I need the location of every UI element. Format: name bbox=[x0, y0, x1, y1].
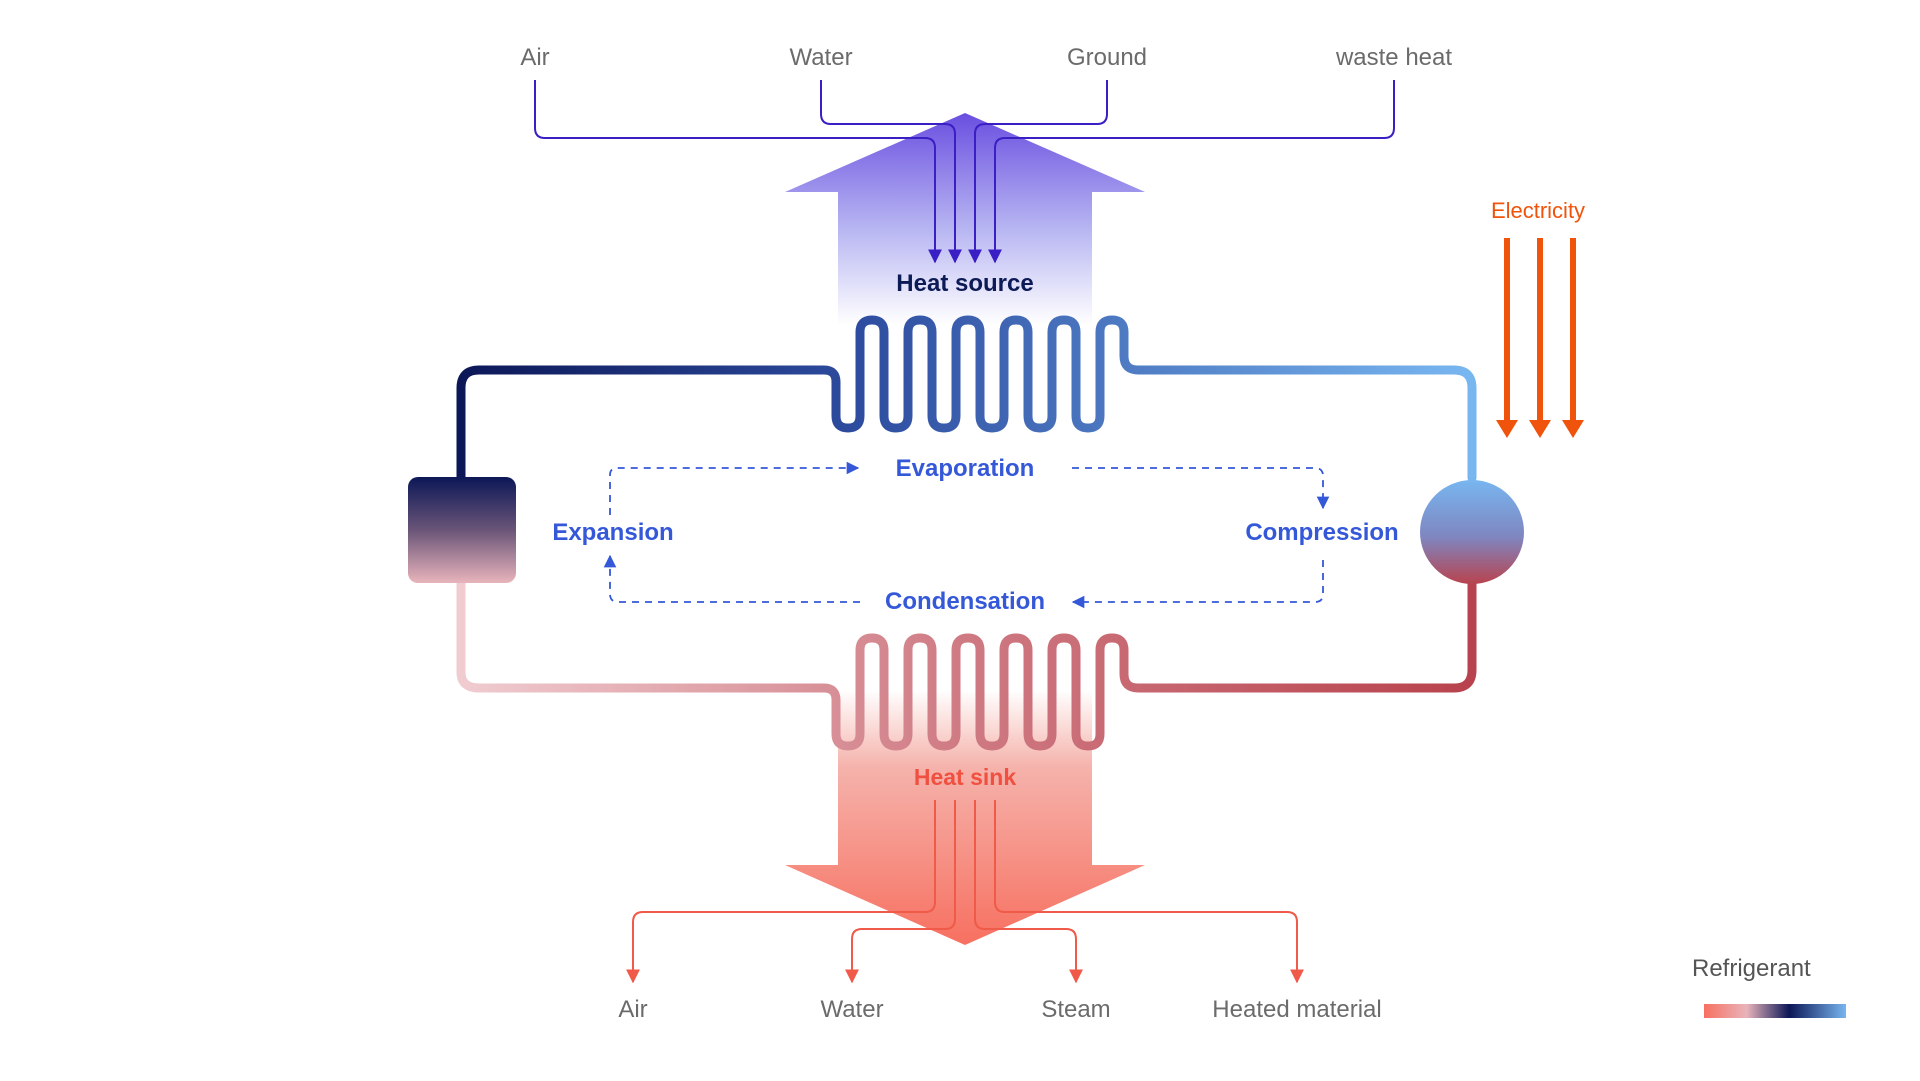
refrigerant-pipe-evaporator bbox=[456, 315, 1477, 483]
electricity-arrowhead bbox=[1496, 420, 1518, 438]
source-ground-label: Ground bbox=[1066, 44, 1148, 71]
cycle-arrow-expansion-to-evaporation bbox=[609, 461, 860, 515]
cycle-arrow-evaporation-to-compression bbox=[1072, 467, 1330, 510]
stage-evaporation-label: Evaporation bbox=[895, 455, 1035, 482]
heat-source-label: Heat source bbox=[896, 270, 1034, 297]
electricity-arrowhead bbox=[1529, 420, 1551, 438]
expansion-valve bbox=[408, 477, 516, 583]
sink-line-water bbox=[845, 800, 956, 984]
source-waste-heat-label: waste heat bbox=[1335, 44, 1453, 71]
heat-sink-arrow bbox=[785, 690, 1145, 945]
legend-title: Refrigerant bbox=[1692, 955, 1811, 982]
sink-line-steam bbox=[974, 800, 1083, 984]
cycle-arrow-condensation-to-expansion bbox=[603, 554, 860, 603]
source-line-waste-heat bbox=[988, 80, 1395, 264]
sink-line-heated-material bbox=[994, 800, 1304, 984]
stage-compression-label: Compression bbox=[1245, 519, 1399, 546]
source-line-ground bbox=[968, 80, 1108, 264]
sink-water-label: Water bbox=[820, 996, 884, 1023]
sink-line-air bbox=[626, 800, 936, 984]
stage-condensation-label: Condensation bbox=[885, 588, 1045, 615]
cycle-arrow-compression-to-condensation bbox=[1071, 560, 1324, 609]
refrigerant-pipe-condenser bbox=[456, 575, 1477, 751]
sink-air-label: Air bbox=[618, 996, 648, 1023]
sink-heated-material-label: Heated material bbox=[1212, 996, 1382, 1023]
legend-refrigerant-bar bbox=[1704, 1004, 1846, 1018]
heat-sink-label: Heat sink bbox=[913, 764, 1017, 790]
source-line-air bbox=[534, 80, 942, 264]
source-line-water bbox=[820, 80, 962, 264]
source-air-label: Air bbox=[520, 44, 550, 71]
heat-source-arrow bbox=[785, 113, 1145, 325]
source-water-label: Water bbox=[789, 44, 853, 71]
stage-expansion-label: Expansion bbox=[552, 519, 674, 546]
electricity-arrowhead bbox=[1562, 420, 1584, 438]
electricity-label: Electricity bbox=[1490, 198, 1586, 223]
sink-steam-label: Steam bbox=[1041, 996, 1111, 1023]
compressor bbox=[1420, 480, 1524, 584]
